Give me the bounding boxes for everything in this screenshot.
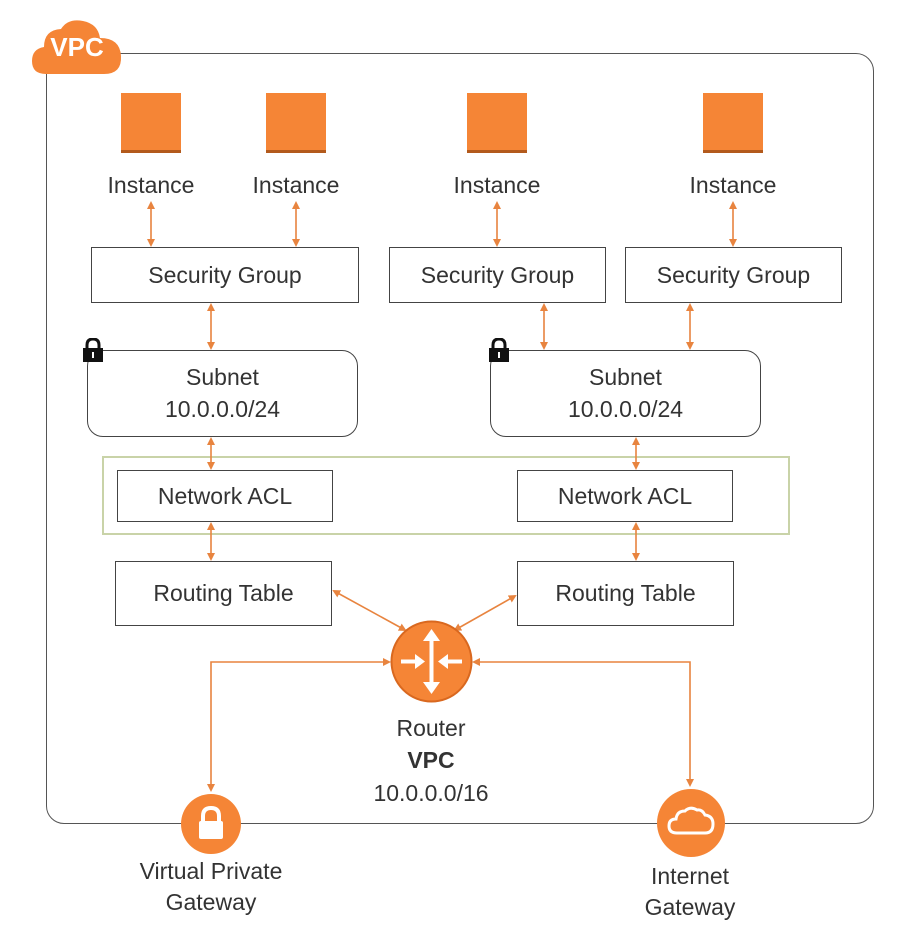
instance-icon [703,93,763,153]
security-group-box: Security Group [91,247,359,303]
lock-icon [83,338,103,362]
subnet-cidr: 10.0.0.0/24 [164,395,281,422]
subnet-label: Subnet [186,364,259,391]
vpc-cloud-icon [32,20,122,74]
vpn-gateway-label: Virtual Private Gateway [98,856,324,918]
instance-icon [121,93,181,153]
vpc-badge-label: VPC [50,32,104,62]
instance-label: Instance [453,172,541,198]
routing-table-box: Routing Table [517,561,734,626]
vpn-gateway-line2: Gateway [165,889,257,916]
router-icon [390,620,473,703]
instance-label: Instance [107,172,195,198]
vpn-gateway-line1: Virtual Private [139,858,283,884]
network-acl-box: Network ACL [117,470,333,522]
lock-icon [489,338,509,362]
internet-gateway-line1: Internet [651,863,729,889]
internet-gateway-line2: Gateway [644,894,736,921]
padlock-icon [181,794,241,854]
router-label: Router [396,715,466,741]
router-vpc-label: VPC [407,747,455,773]
subnet-cidr: 10.0.0.0/24 [567,395,684,422]
router-cidr: 10.0.0.0/16 [373,780,489,806]
subnet-box: Subnet 10.0.0.0/24 [87,350,358,437]
security-group-box: Security Group [625,247,842,303]
vpc-boundary [46,53,874,824]
network-acl-band [102,456,790,535]
instance-label: Instance [252,172,340,198]
subnet-label: Subnet [589,364,662,391]
security-group-box: Security Group [389,247,606,303]
network-acl-box: Network ACL [517,470,733,522]
instance-icon [266,93,326,153]
instance-label: Instance [689,172,777,198]
routing-table-box: Routing Table [115,561,332,626]
subnet-box: Subnet 10.0.0.0/24 [490,350,761,437]
internet-gateway-label: Internet Gateway [600,861,780,923]
instance-icon [467,93,527,153]
cloud-icon [657,789,725,857]
